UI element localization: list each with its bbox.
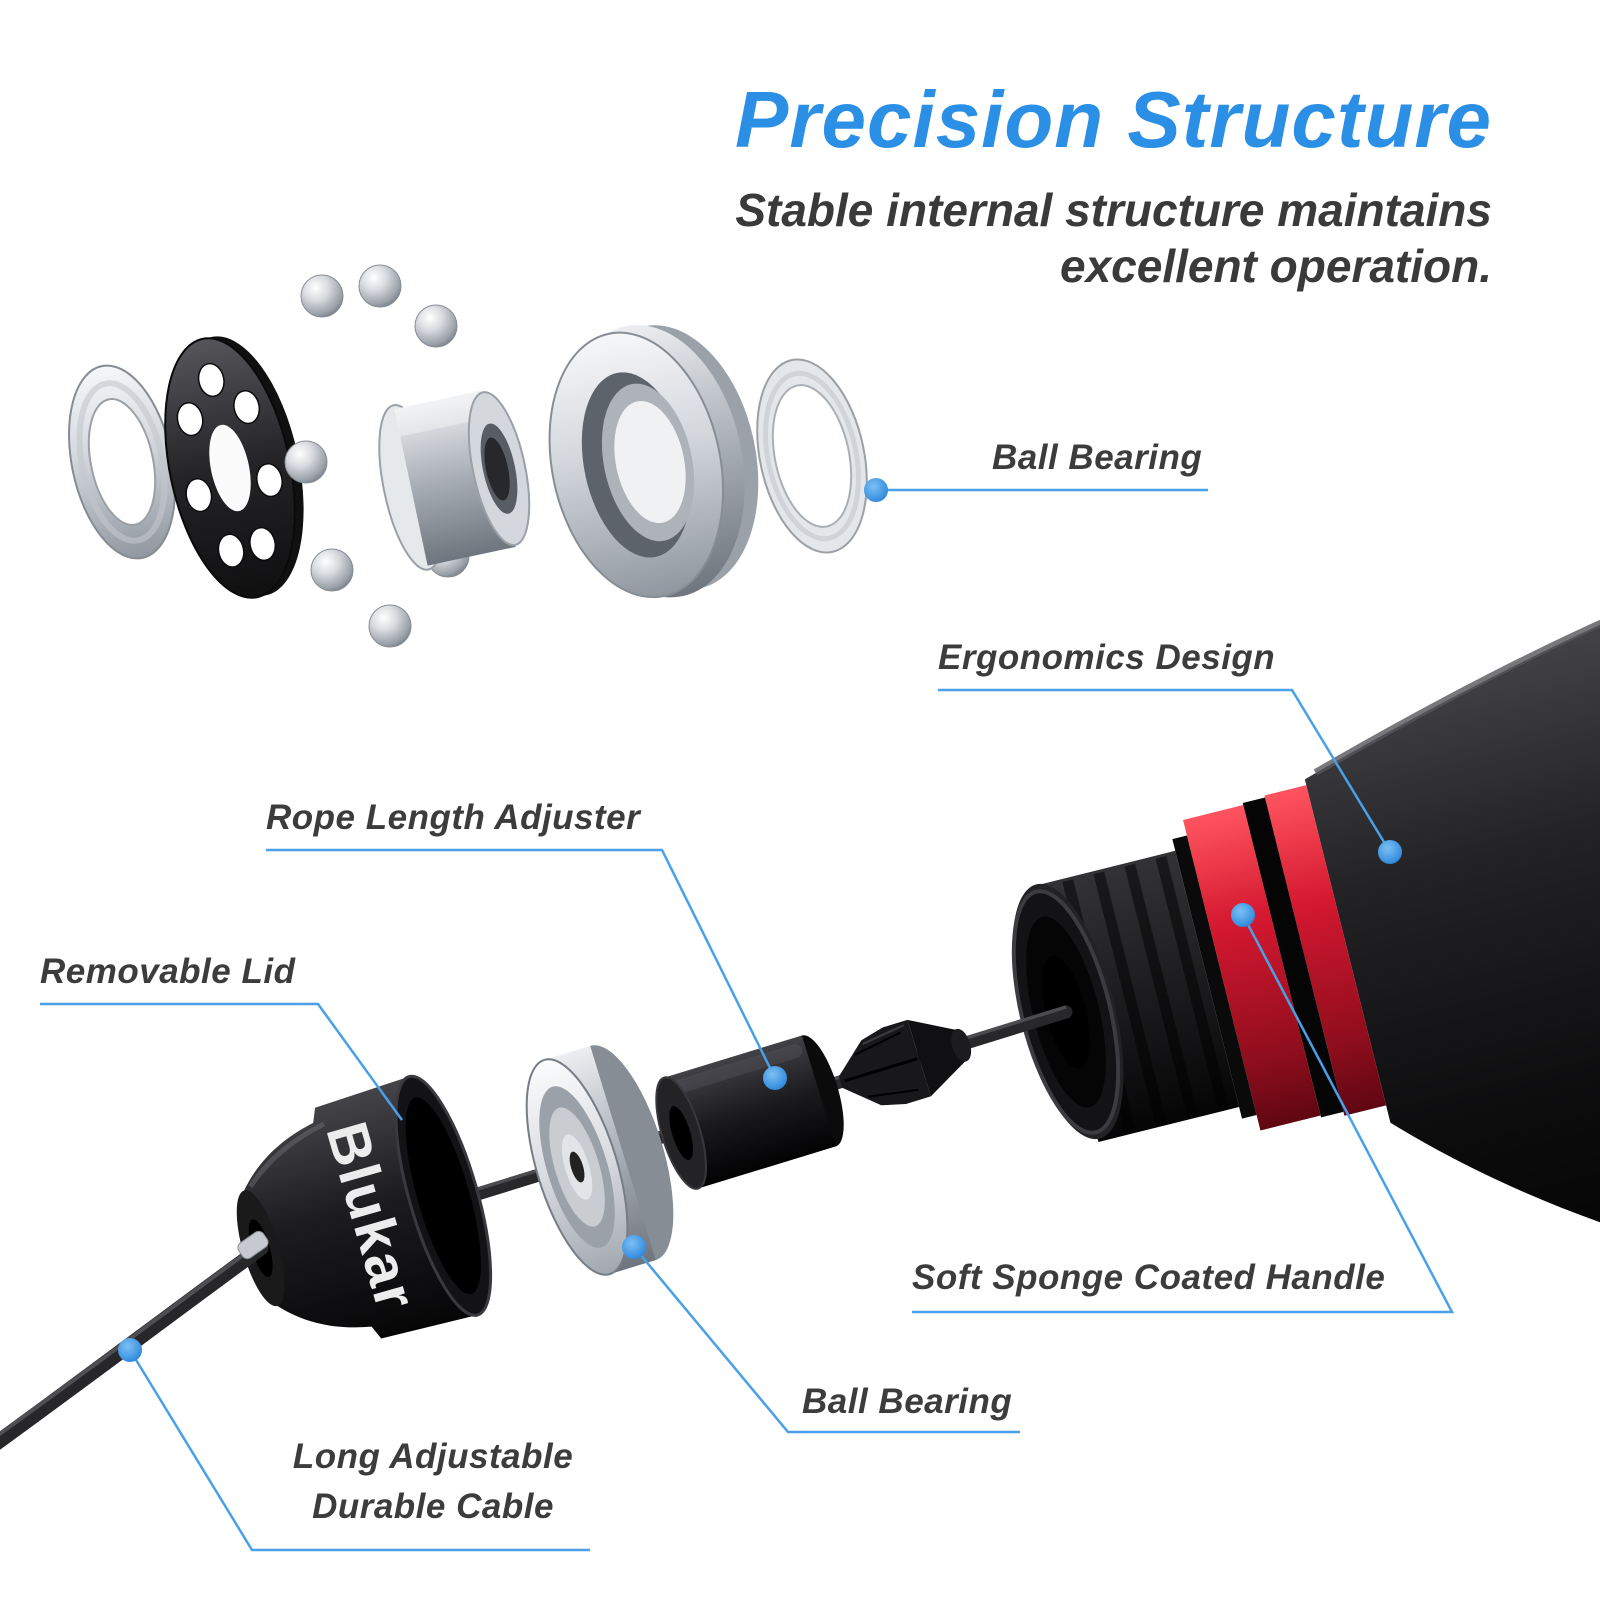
leader-removable-lid bbox=[40, 1002, 404, 1121]
leader-soft-sponge bbox=[912, 914, 1455, 1314]
washer-left-icon bbox=[68, 364, 176, 560]
red-ring-wide bbox=[1183, 804, 1321, 1131]
cable-label-line-1: Long Adjustable bbox=[292, 1437, 574, 1476]
inner-race-bushing-icon bbox=[378, 390, 531, 571]
callout-removable-lid: Removable Lid bbox=[40, 952, 296, 991]
outer-race-ring-icon bbox=[548, 324, 759, 599]
dot-cable bbox=[118, 1338, 142, 1362]
callout-ergonomics-design: Ergonomics Design bbox=[938, 638, 1276, 677]
leader-ergonomics bbox=[938, 688, 1392, 853]
bearing-parts-exploded bbox=[68, 264, 868, 648]
ball-bearing-disc bbox=[525, 1045, 674, 1276]
dot-ergonomics bbox=[1378, 840, 1402, 864]
removable-lid: Blukar bbox=[236, 1074, 493, 1339]
callout-ball-bearing-bottom: Ball Bearing bbox=[802, 1382, 1013, 1421]
sponge-grip bbox=[1304, 572, 1600, 1290]
callout-lines bbox=[40, 488, 1455, 1552]
page-title: Precision Structure bbox=[734, 75, 1492, 164]
callout-rope-length-adjuster: Rope Length Adjuster bbox=[266, 798, 641, 837]
rope-length-adjuster bbox=[655, 1035, 844, 1190]
handle-body bbox=[1011, 572, 1600, 1290]
callout-cable: Long Adjustable Durable Cable bbox=[268, 1432, 598, 1531]
leader-rope-adjuster bbox=[266, 848, 777, 1079]
cable bbox=[0, 1230, 269, 1450]
callout-soft-sponge-handle: Soft Sponge Coated Handle bbox=[912, 1258, 1386, 1297]
cable-label-line-2: Durable Cable bbox=[312, 1486, 554, 1526]
cable-tip bbox=[237, 1230, 269, 1260]
washer-right-icon bbox=[756, 358, 868, 554]
dot-ball-bearing-bottom bbox=[622, 1235, 646, 1259]
leader-ball-bearing-bottom bbox=[633, 1246, 1020, 1434]
leader-cable bbox=[128, 1349, 590, 1552]
red-ring-thin bbox=[1264, 785, 1387, 1116]
dot-rope-adjuster bbox=[763, 1066, 787, 1090]
handle-assembly: Blukar bbox=[0, 572, 1600, 1450]
subtitle-line-1: Stable internal structure maintains bbox=[735, 184, 1492, 236]
page-subtitle: Stable internal structure maintains exce… bbox=[735, 182, 1492, 294]
marker-dots bbox=[118, 478, 1402, 1362]
dot-soft-sponge bbox=[1231, 903, 1255, 927]
callout-ball-bearing-top: Ball Bearing bbox=[992, 438, 1203, 477]
subtitle-line-2: excellent operation. bbox=[1059, 240, 1492, 293]
rope-clamp bbox=[838, 1019, 972, 1106]
dot-ball-bearing-top bbox=[864, 478, 888, 502]
